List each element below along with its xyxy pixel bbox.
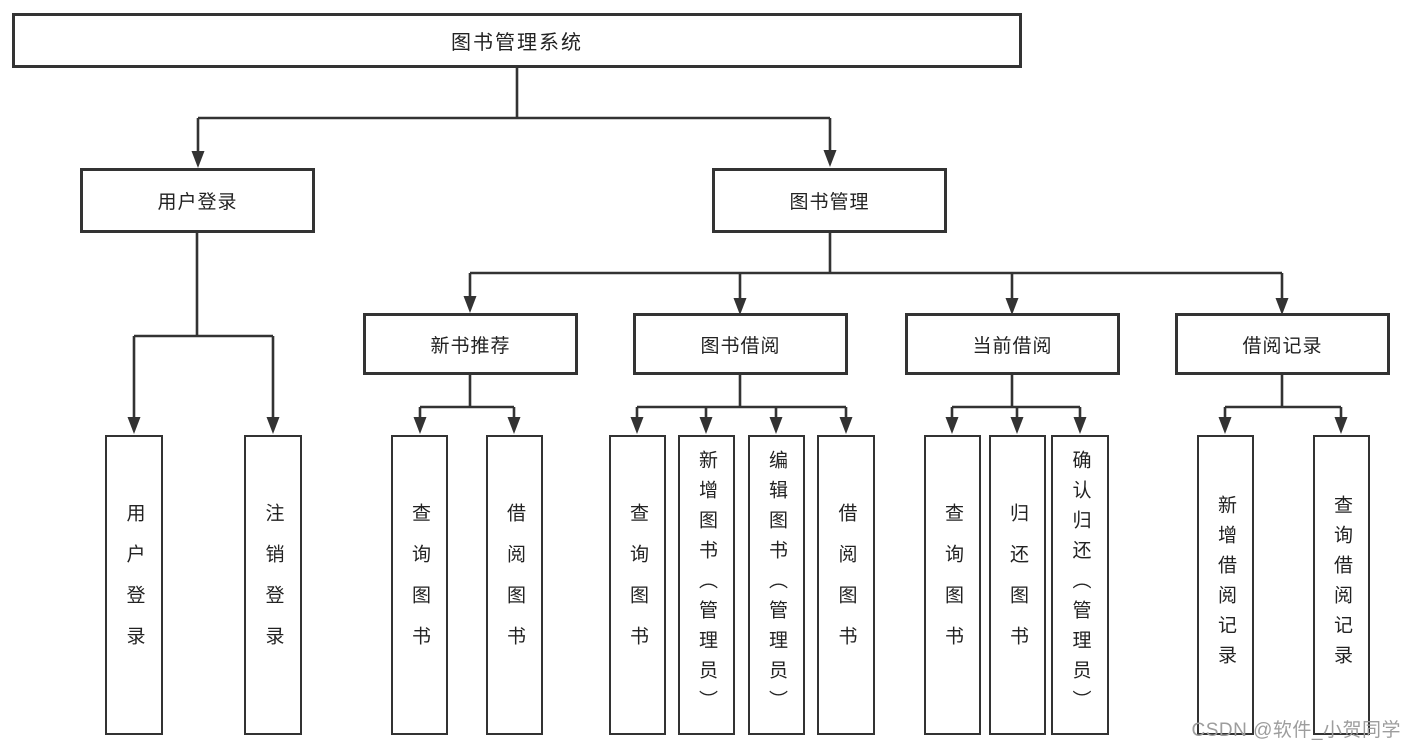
node-book-mgmt: 图书管理 bbox=[712, 168, 947, 233]
leaf-query-books-1-label: 查询图书 bbox=[409, 503, 430, 667]
edge-current-borrow-to-children bbox=[945, 373, 1087, 434]
leaf-confirm-return-admin-label: 确认归还（管理员） bbox=[1069, 450, 1091, 720]
leaf-return-books-label: 归还图书 bbox=[1007, 503, 1028, 667]
leaf-add-books-admin: 新增图书（管理员） bbox=[678, 435, 735, 735]
leaf-query-borrow-record-label: 查询借阅记录 bbox=[1331, 495, 1352, 675]
leaf-edit-books-admin-label: 编辑图书（管理员） bbox=[766, 450, 787, 720]
edge-book-mgmt-to-level3 bbox=[463, 233, 1289, 315]
watermark-text: CSDN @软件_小贺同学 bbox=[1191, 720, 1401, 741]
node-new-book-rec: 新书推荐 bbox=[363, 313, 578, 375]
node-root-label: 图书管理系统 bbox=[451, 32, 583, 54]
node-book-mgmt-label: 图书管理 bbox=[789, 192, 870, 213]
leaf-user-login-label: 用户登录 bbox=[123, 503, 145, 667]
leaf-edit-books-admin: 编辑图书（管理员） bbox=[748, 435, 805, 735]
node-book-borrow: 图书借阅 bbox=[633, 313, 848, 375]
edge-new-book-rec-to-children bbox=[413, 373, 521, 434]
leaf-borrow-books-2: 借阅图书 bbox=[817, 435, 875, 735]
leaf-user-login: 用户登录 bbox=[105, 435, 163, 735]
node-current-borrow-label: 当前借阅 bbox=[972, 335, 1053, 357]
leaf-borrow-books-2-label: 借阅图书 bbox=[835, 503, 857, 667]
leaf-query-books-2: 查询图书 bbox=[609, 435, 666, 735]
leaf-return-books: 归还图书 bbox=[989, 435, 1046, 735]
leaf-logout: 注销登录 bbox=[244, 435, 302, 735]
node-borrow-records-label: 借阅记录 bbox=[1242, 335, 1323, 357]
node-user-login: 用户登录 bbox=[80, 168, 315, 233]
node-root: 图书管理系统 bbox=[12, 13, 1022, 68]
leaf-query-borrow-record: 查询借阅记录 bbox=[1313, 435, 1370, 735]
leaf-add-borrow-record: 新增借阅记录 bbox=[1197, 435, 1254, 735]
edge-root-to-level2 bbox=[191, 66, 837, 168]
leaf-query-books-2-label: 查询图书 bbox=[627, 503, 648, 667]
node-book-borrow-label: 图书借阅 bbox=[700, 335, 781, 357]
leaf-logout-label: 注销登录 bbox=[262, 503, 284, 667]
edge-book-borrow-to-children bbox=[630, 373, 853, 434]
leaf-query-books-3-label: 查询图书 bbox=[942, 503, 963, 667]
node-new-book-rec-label: 新书推荐 bbox=[430, 335, 511, 357]
leaf-borrow-books-1: 借阅图书 bbox=[486, 435, 543, 735]
node-user-login-label: 用户登录 bbox=[157, 192, 238, 213]
leaf-add-books-admin-label: 新增图书（管理员） bbox=[696, 450, 717, 720]
leaf-borrow-books-1-label: 借阅图书 bbox=[504, 503, 525, 667]
node-current-borrow: 当前借阅 bbox=[905, 313, 1120, 375]
node-borrow-records: 借阅记录 bbox=[1175, 313, 1390, 375]
leaf-query-books-3: 查询图书 bbox=[924, 435, 981, 735]
leaf-query-books-1: 查询图书 bbox=[391, 435, 448, 735]
leaf-confirm-return-admin: 确认归还（管理员） bbox=[1051, 435, 1109, 735]
edge-borrow-records-to-children bbox=[1218, 373, 1348, 434]
edge-user-login-to-children bbox=[127, 233, 280, 434]
leaf-add-borrow-record-label: 新增借阅记录 bbox=[1215, 495, 1236, 675]
